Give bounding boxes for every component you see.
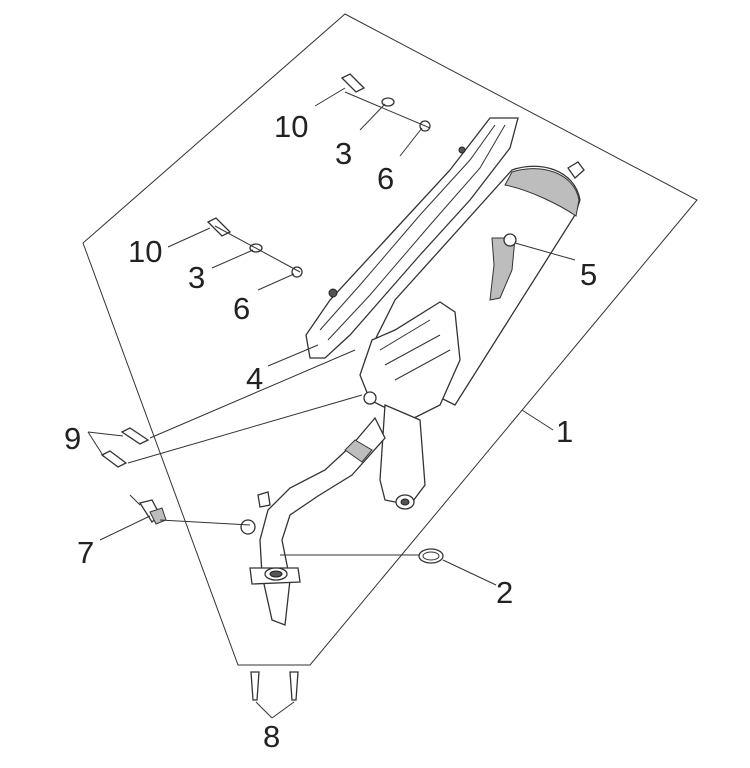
muffler-body xyxy=(359,161,585,510)
callout-1: 1 xyxy=(556,414,573,449)
callout-9: 9 xyxy=(64,421,81,456)
bracket-nut xyxy=(503,233,517,247)
callout-labels: 1 2 3 3 4 5 6 6 7 8 9 10 10 xyxy=(64,109,597,754)
callout-8: 8 xyxy=(263,719,280,754)
callout-5: 5 xyxy=(580,257,597,292)
callout-10-upper: 10 xyxy=(274,109,308,144)
callout-3-upper: 3 xyxy=(335,136,352,171)
hanger-hole xyxy=(363,391,377,405)
callout-7: 7 xyxy=(77,535,94,570)
callout-2: 2 xyxy=(496,575,513,610)
callout-10-lower: 10 xyxy=(128,234,162,269)
exhaust-pipe xyxy=(240,416,386,626)
callout-6-upper: 6 xyxy=(377,161,394,196)
heat-shield xyxy=(305,117,519,359)
callout-4: 4 xyxy=(246,361,263,396)
exhaust-studs xyxy=(250,671,299,701)
muffler-bolts xyxy=(100,427,150,468)
exhaust-gasket xyxy=(418,548,444,564)
callout-6-lower: 6 xyxy=(233,291,250,326)
leader-lines xyxy=(87,87,576,719)
assembly-boundary-outline xyxy=(82,13,698,666)
callout-3-lower: 3 xyxy=(188,260,205,295)
